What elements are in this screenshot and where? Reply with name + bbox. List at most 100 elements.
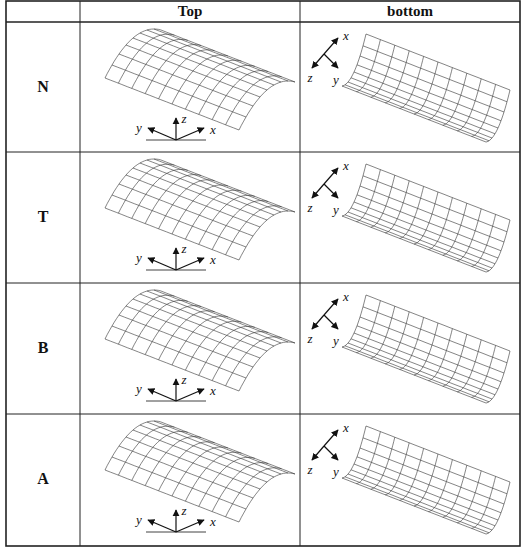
- column-rule: [300, 1, 301, 546]
- grid-line: [199, 457, 255, 506]
- axis-label-wrap: z: [181, 241, 186, 257]
- axis-label-wrap: y: [333, 72, 339, 88]
- axis-base: [146, 401, 206, 402]
- grid-line: [132, 431, 188, 480]
- grid-line: [366, 34, 510, 90]
- grid-line: [342, 478, 486, 534]
- grid-line: [360, 448, 504, 504]
- row-label: B: [38, 339, 49, 356]
- axis-label: x: [343, 420, 349, 435]
- axis-arrow: [176, 128, 204, 140]
- grid-line: [356, 170, 380, 222]
- axis-arrow: [175, 248, 176, 270]
- column-header: bottom: [387, 3, 433, 19]
- axis-label: x: [210, 514, 216, 529]
- grid-line: [185, 321, 241, 370]
- axis-label-wrap: z: [307, 331, 312, 347]
- grid-line: [147, 422, 281, 474]
- grid-line: [112, 457, 246, 509]
- grid-line: [147, 291, 281, 343]
- grid-line: [363, 176, 507, 232]
- surface-group: [105, 29, 510, 534]
- axis-label: y: [333, 333, 339, 348]
- grid-line: [185, 190, 241, 239]
- axis-label: z: [307, 70, 312, 85]
- row-label: T: [38, 208, 49, 225]
- grid-line: [140, 425, 274, 477]
- axis-arrow: [324, 54, 338, 68]
- grid-line: [371, 437, 395, 489]
- grid-line: [161, 30, 295, 82]
- grid-line: [226, 468, 282, 517]
- grid-line: [154, 29, 288, 81]
- grid-line: [126, 175, 260, 227]
- axis-label-wrap: y: [136, 120, 142, 136]
- axis-label: y: [333, 72, 339, 87]
- row-label-wrap: N: [37, 78, 49, 96]
- grid-line: [105, 78, 239, 130]
- axis-label: y: [333, 202, 339, 217]
- grid-line: [154, 290, 288, 342]
- column-header: Top: [178, 3, 202, 19]
- table-border: [6, 1, 520, 546]
- grid-line: [360, 317, 504, 373]
- axis-label: z: [181, 503, 186, 518]
- axis-label: y: [136, 381, 142, 396]
- column-header-wrap: bottom: [387, 3, 433, 20]
- axis-label-wrap: y: [333, 464, 339, 480]
- grid-line: [348, 343, 492, 399]
- grid-line: [119, 315, 253, 367]
- axis-arrow: [312, 54, 324, 68]
- grid-line: [345, 85, 489, 141]
- grid-line: [140, 163, 274, 215]
- grid-line: [360, 56, 504, 112]
- grid-line: [345, 477, 489, 533]
- grid-line: [356, 301, 380, 353]
- grid-line: [363, 438, 507, 494]
- grid-line: [363, 307, 507, 363]
- axis-label: z: [181, 372, 186, 387]
- grid-line: [105, 159, 161, 208]
- axis-arrow: [148, 258, 176, 270]
- axis-label: z: [307, 331, 312, 346]
- axis-label: x: [210, 383, 216, 398]
- grid-line: [126, 306, 260, 358]
- grid-line: [105, 339, 239, 391]
- grid-line: [354, 333, 498, 389]
- row-label: N: [37, 78, 49, 95]
- grid-line: [145, 175, 201, 224]
- axis-arrow: [148, 128, 176, 140]
- axis-arrow: [176, 520, 204, 532]
- axis-arrow: [324, 315, 338, 329]
- axis-arrow: [324, 446, 338, 460]
- grid-line: [145, 437, 201, 486]
- grid-line: [172, 55, 228, 104]
- grid-line: [428, 68, 452, 120]
- axis-label: x: [343, 28, 349, 43]
- axis-label-wrap: x: [343, 420, 349, 436]
- convex-surface: [105, 159, 295, 260]
- grid-line: [366, 426, 510, 482]
- grid-line: [118, 164, 174, 213]
- convex-surface: [105, 29, 295, 130]
- grid-line: [154, 421, 288, 473]
- grid-line: [126, 45, 260, 97]
- grid-line: [212, 332, 268, 381]
- grid-line: [345, 215, 489, 271]
- axis-arrow: [324, 38, 338, 54]
- grid-line: [161, 291, 295, 343]
- grid-line: [443, 465, 467, 517]
- axis-label: y: [136, 512, 142, 527]
- grid-line: [133, 168, 267, 220]
- grid-line: [132, 39, 188, 88]
- grid-line: [185, 452, 241, 501]
- axis-label-wrap: z: [181, 111, 186, 127]
- grid-line: [159, 50, 215, 99]
- axis-arrow: [175, 118, 176, 140]
- column-rule: [80, 1, 81, 546]
- axis-label: y: [136, 120, 142, 135]
- grid-line: [486, 351, 510, 403]
- grid-line: [486, 482, 510, 534]
- grid-line: [357, 65, 501, 121]
- axis-label: x: [210, 122, 216, 137]
